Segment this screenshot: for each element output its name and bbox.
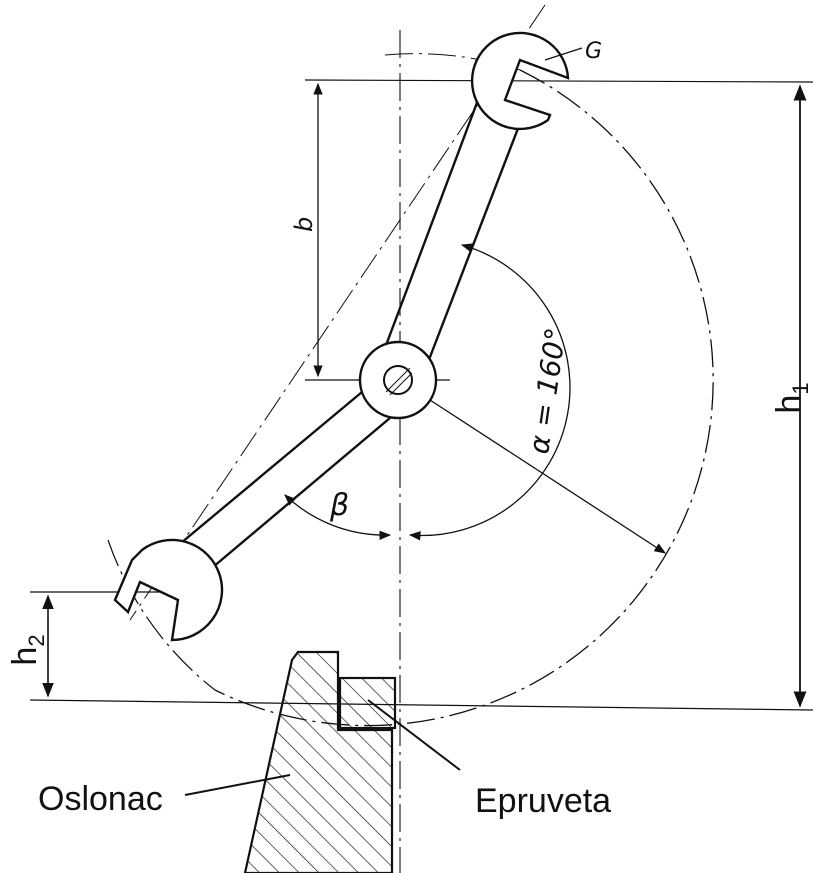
h1-label: h1 <box>770 382 813 413</box>
specimen-block <box>338 676 397 730</box>
upper-hammer-head <box>470 31 570 131</box>
h2-label-subscript: 2 <box>24 634 49 646</box>
lower-hammer-head <box>113 538 224 642</box>
specimen-label: Epruveta <box>475 782 611 820</box>
h2-label: h2 <box>6 634 49 665</box>
bottom-reference-line <box>29 699 813 711</box>
specimen-leader-line <box>367 699 461 771</box>
swing-arc-left <box>107 539 216 691</box>
upper-arm <box>380 99 524 371</box>
h1-label-subscript: 1 <box>788 382 813 394</box>
h2-label-text: h2 <box>6 634 49 665</box>
weight-label: G <box>585 39 602 64</box>
lower-arm <box>174 391 391 579</box>
h2-label-main: h <box>6 647 44 666</box>
beta-label: β <box>329 488 349 523</box>
support-block <box>243 650 394 873</box>
beta-angle-arc <box>284 494 392 541</box>
top-reference-line <box>304 79 813 83</box>
pivot-hub <box>358 340 438 420</box>
arm-length-label: b <box>290 217 318 232</box>
swing-arc <box>214 69 714 727</box>
alpha-label: α = 160° <box>522 325 572 456</box>
arm-axis-line <box>129 4 546 621</box>
swing-arc-top <box>384 53 521 71</box>
support-label: Oslonac <box>38 780 163 818</box>
weight-leader-line <box>544 47 583 61</box>
h1-label-text: h1 <box>770 382 813 413</box>
h1-label-main: h <box>770 395 808 414</box>
alpha-radial-line <box>429 399 666 554</box>
support-leader-line <box>184 774 291 796</box>
alpha-angle-arc <box>408 243 571 541</box>
